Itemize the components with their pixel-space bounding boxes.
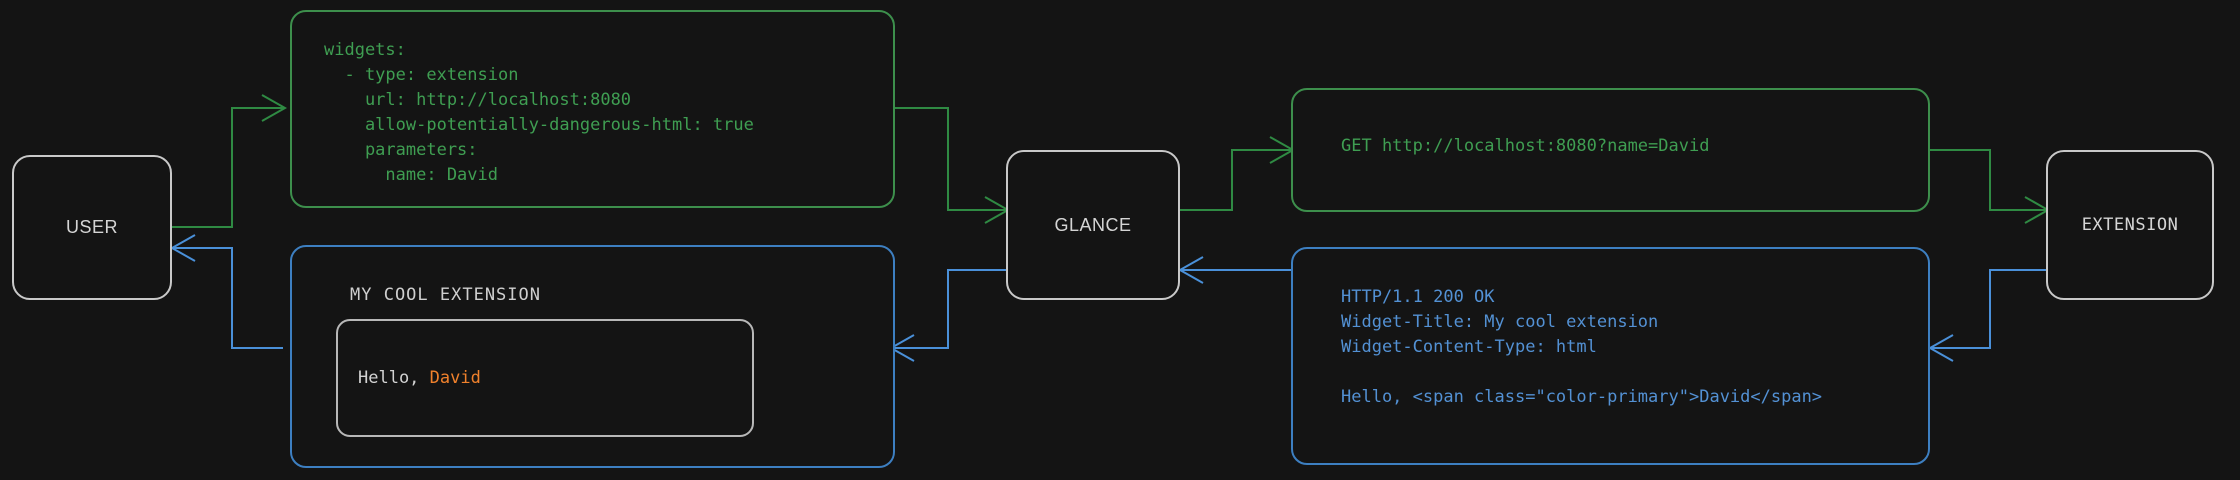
edge-request-to-extension xyxy=(1930,149,2046,211)
node-user-label: USER xyxy=(65,217,118,237)
arrowhead-glance-to-request xyxy=(1269,136,1296,164)
edge-config-to-glance xyxy=(895,107,1006,211)
edge-glance-to-request xyxy=(1180,149,1291,211)
rendered-widget-inner-card: Hello, David xyxy=(336,319,754,437)
http-response-text: HTTP/1.1 200 OK Widget-Title: My cool ex… xyxy=(1341,287,1823,407)
node-glance[interactable]: GLANCE xyxy=(1006,150,1180,300)
edge-extension-to-response xyxy=(1932,269,2046,349)
node-extension[interactable]: EXTENSION xyxy=(2046,150,2214,300)
edge-user-to-config xyxy=(172,107,283,228)
arrowhead-request-to-extension xyxy=(2024,196,2051,224)
node-extension-label: EXTENSION xyxy=(2081,215,2179,235)
rendered-widget-greeting: Hello, xyxy=(358,368,430,388)
rendered-widget-box: MY COOL EXTENSION Hello, David xyxy=(290,245,895,468)
http-request-box: GET http://localhost:8080?name=David xyxy=(1291,88,1930,212)
http-response-box: HTTP/1.1 200 OK Widget-Title: My cool ex… xyxy=(1291,247,1930,465)
arrowhead-widget-to-user xyxy=(169,234,196,262)
http-request-text: GET http://localhost:8080?name=David xyxy=(1341,136,1710,156)
rendered-widget-title: MY COOL EXTENSION xyxy=(350,285,541,305)
arrowhead-extension-to-response xyxy=(1927,334,1954,362)
config-yaml-box: widgets: - type: extension url: http://l… xyxy=(290,10,895,208)
arrowhead-config-to-glance xyxy=(984,196,1011,224)
arrowhead-response-to-glance xyxy=(1177,256,1204,284)
rendered-widget-name: David xyxy=(429,368,481,388)
config-yaml-text: widgets: - type: extension url: http://l… xyxy=(324,40,754,185)
node-user[interactable]: USER xyxy=(12,155,172,300)
arrowhead-user-to-config xyxy=(261,94,288,122)
edge-glance-to-widget xyxy=(893,269,1006,349)
edge-widget-to-user xyxy=(174,247,283,349)
node-glance-label: GLANCE xyxy=(1054,214,1132,235)
